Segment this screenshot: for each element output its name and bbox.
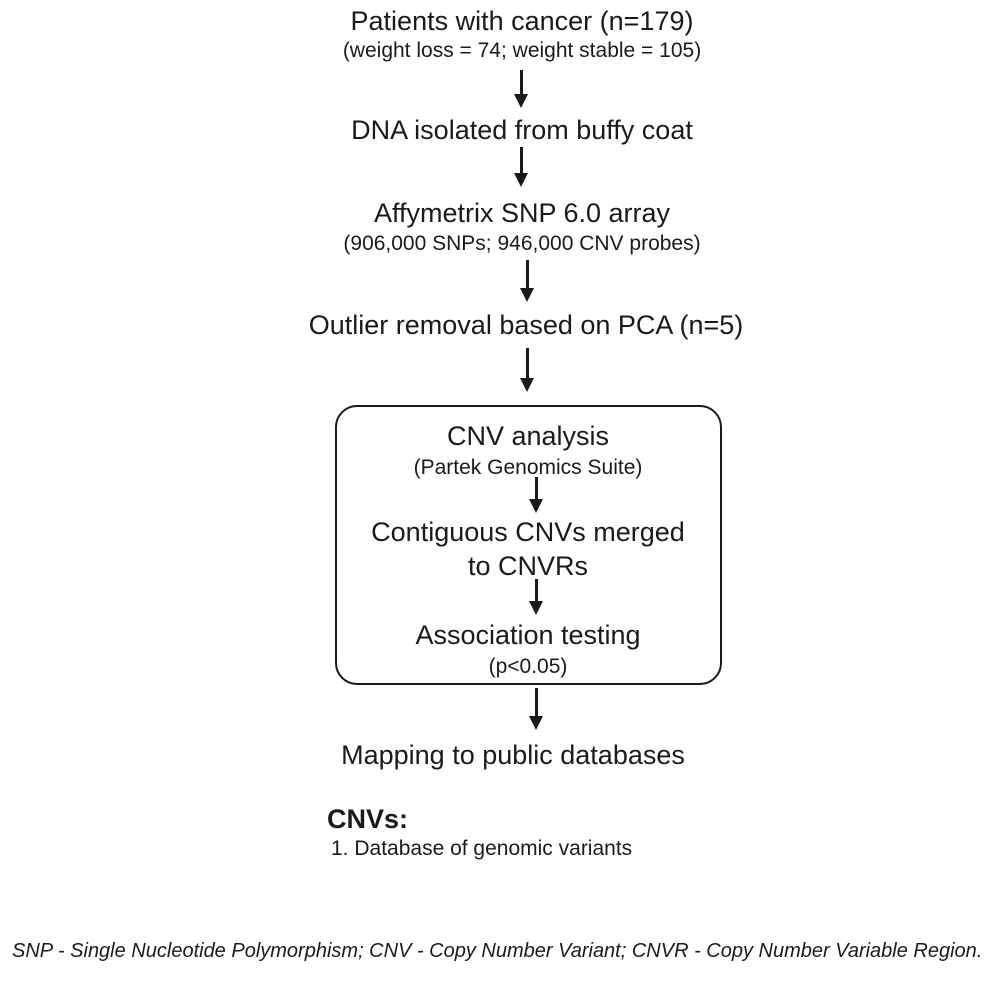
cnvs-item-1: 1. Database of genomic variants [331,837,633,860]
step-cnv-analysis-title: CNV analysis [446,421,610,451]
step-array-title: Affymetrix SNP 6.0 array [373,198,671,228]
step-patients-subtitle: (weight loss = 74; weight stable = 105) [342,39,702,62]
footnote: SNP - Single Nucleotide Polymorphism; CN… [12,940,983,962]
arrow-down-icon [520,260,534,302]
arrow-down-icon [529,688,543,730]
step-association-subtitle: (p<0.05) [488,655,568,678]
arrow-down-icon [529,579,543,615]
step-merged-line1: Contiguous CNVs merged [371,517,685,547]
step-association-title: Association testing [415,620,641,650]
arrow-down-icon [514,147,528,187]
step-dna-isolation: DNA isolated from buffy coat [351,115,693,145]
arrow-down-icon [514,70,528,108]
step-cnv-analysis-subtitle: (Partek Genomics Suite) [413,456,643,479]
step-mapping: Mapping to public databases [341,740,685,770]
analysis-box [335,405,722,685]
step-patients-title: Patients with cancer (n=179) [350,6,694,36]
arrow-down-icon [520,348,534,392]
step-outlier-removal: Outlier removal based on PCA (n=5) [308,310,744,340]
arrow-down-icon [529,477,543,513]
cnvs-heading: CNVs: [327,804,409,834]
step-merged-line2: to CNVRs [467,551,589,581]
step-array-subtitle: (906,000 SNPs; 946,000 CNV probes) [343,232,701,255]
